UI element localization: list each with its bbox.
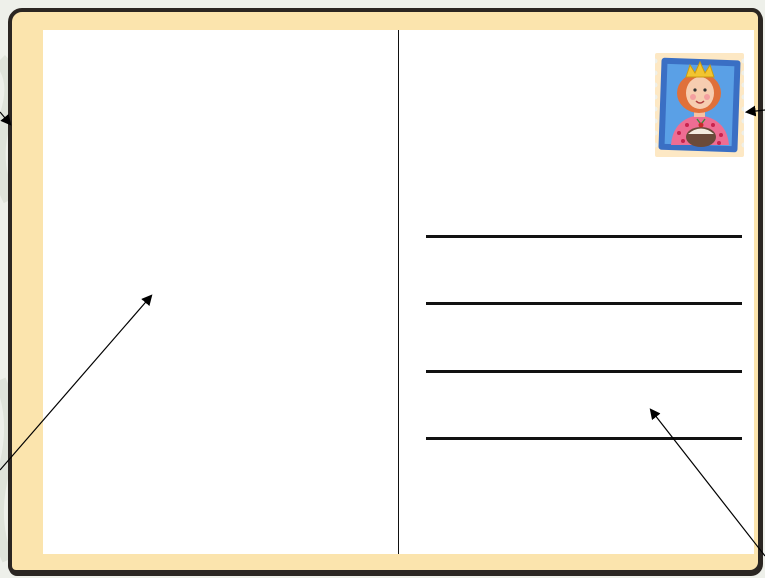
postage-stamp bbox=[655, 53, 744, 157]
postcard-center-divider bbox=[398, 30, 399, 554]
address-line-4 bbox=[426, 437, 742, 440]
address-line-1 bbox=[426, 235, 742, 238]
address-line-3 bbox=[426, 370, 742, 373]
address-line-2 bbox=[426, 302, 742, 305]
